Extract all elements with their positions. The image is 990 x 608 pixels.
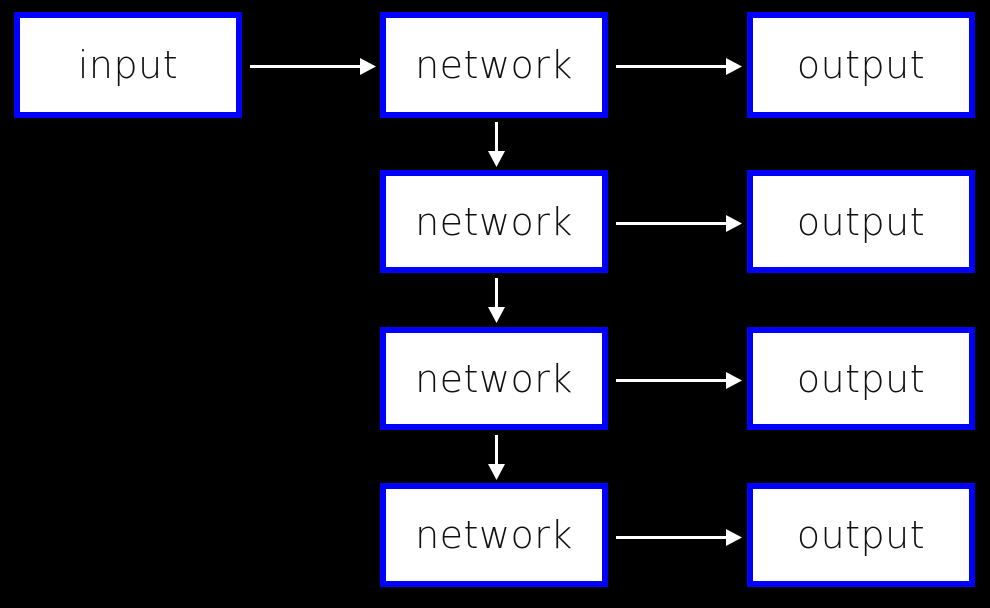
node-network-2[interactable]: network	[380, 170, 608, 273]
node-label-output-4: output	[796, 513, 926, 557]
arrow-network-2-to-output-2	[616, 215, 742, 232]
arrow-input-1-to-network-1	[250, 58, 376, 75]
node-input-1[interactable]: input	[14, 12, 242, 118]
arrow-network-3-to-network-4	[488, 435, 505, 480]
node-network-3[interactable]: network	[380, 327, 608, 430]
arrow-network-1-to-network-2	[488, 122, 505, 167]
node-label-input-1: input	[77, 43, 179, 87]
arrow-network-4-to-output-4	[616, 529, 742, 546]
node-output-2[interactable]: output	[747, 170, 975, 273]
arrow-network-3-to-output-3	[616, 372, 742, 389]
node-label-network-3: network	[415, 356, 573, 401]
node-network-4[interactable]: network	[380, 483, 608, 587]
node-output-3[interactable]: output	[747, 327, 975, 430]
node-label-network-2: network	[415, 199, 573, 244]
node-label-output-3: output	[796, 356, 926, 401]
node-output-1[interactable]: output	[747, 12, 975, 118]
arrow-network-1-to-output-1	[616, 58, 742, 75]
node-label-output-1: output	[796, 43, 926, 87]
node-label-network-4: network	[415, 513, 573, 557]
node-output-4[interactable]: output	[747, 483, 975, 587]
node-network-1[interactable]: network	[380, 12, 608, 118]
node-label-output-2: output	[796, 199, 926, 244]
node-label-network-1: network	[415, 43, 573, 87]
arrow-network-2-to-network-3	[488, 278, 505, 323]
